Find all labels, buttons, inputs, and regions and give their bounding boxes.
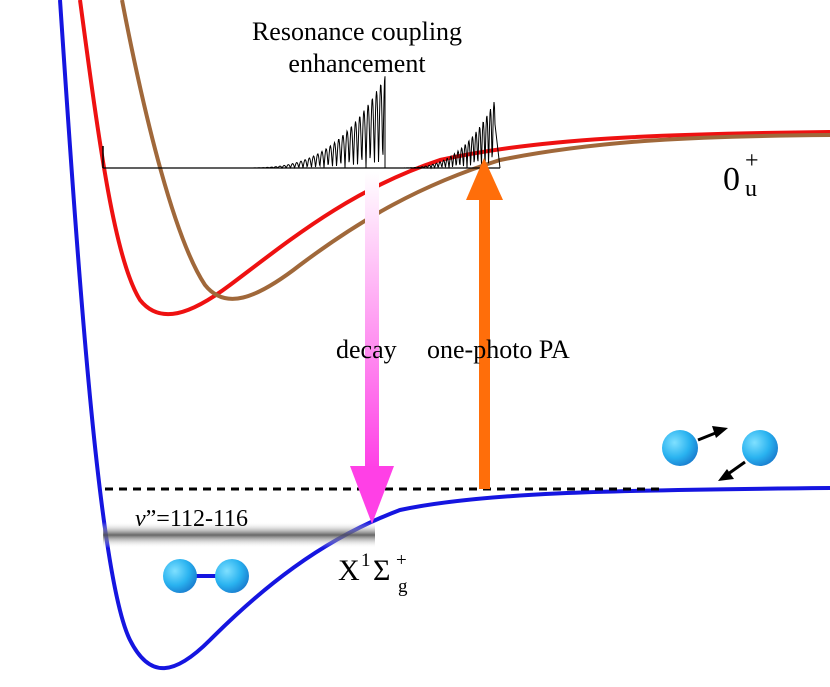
brown-excited-curve [120, 0, 830, 301]
decay-arrow-shaft [365, 172, 379, 468]
pa-arrow-shaft [479, 196, 490, 489]
bound-atom-right [215, 559, 249, 593]
ground-state-sub: g [398, 576, 408, 597]
vib-label-rest: ”=112-116 [146, 506, 248, 532]
free-atom-right [742, 430, 778, 466]
vibrational-level-band [103, 522, 375, 548]
ground-state-sup2: + [396, 550, 407, 571]
free-atom-arrow-down [727, 460, 746, 476]
excited-state-sup: + [745, 148, 759, 174]
red-excited-curve [78, 0, 830, 317]
pa-arrow-head [466, 158, 503, 200]
wavefunction-oscillation [240, 76, 501, 170]
vib-label-v: v [135, 506, 146, 532]
pa-label: one-photo PA [427, 335, 570, 364]
excited-state-sub: u [745, 176, 757, 202]
ground-state-sup1: 1 [361, 550, 371, 571]
free-atom-arrow-down-head [718, 469, 734, 481]
decay-label: decay [336, 335, 397, 364]
title-line-1: Resonance coupling [252, 17, 462, 46]
decay-arrow-head [350, 466, 394, 524]
ground-state-sigma: Σ [373, 554, 390, 587]
title-line-2: enhancement [288, 49, 426, 78]
ground-state-curve [58, 0, 830, 671]
vibrational-label: v”=112-116 [135, 506, 248, 532]
free-atom-arrow-up-head [712, 426, 728, 438]
free-atom-left [662, 430, 698, 466]
excited-state-base: 0 [723, 161, 740, 198]
ground-state-base: X [338, 554, 360, 587]
bound-atom-left [163, 559, 197, 593]
